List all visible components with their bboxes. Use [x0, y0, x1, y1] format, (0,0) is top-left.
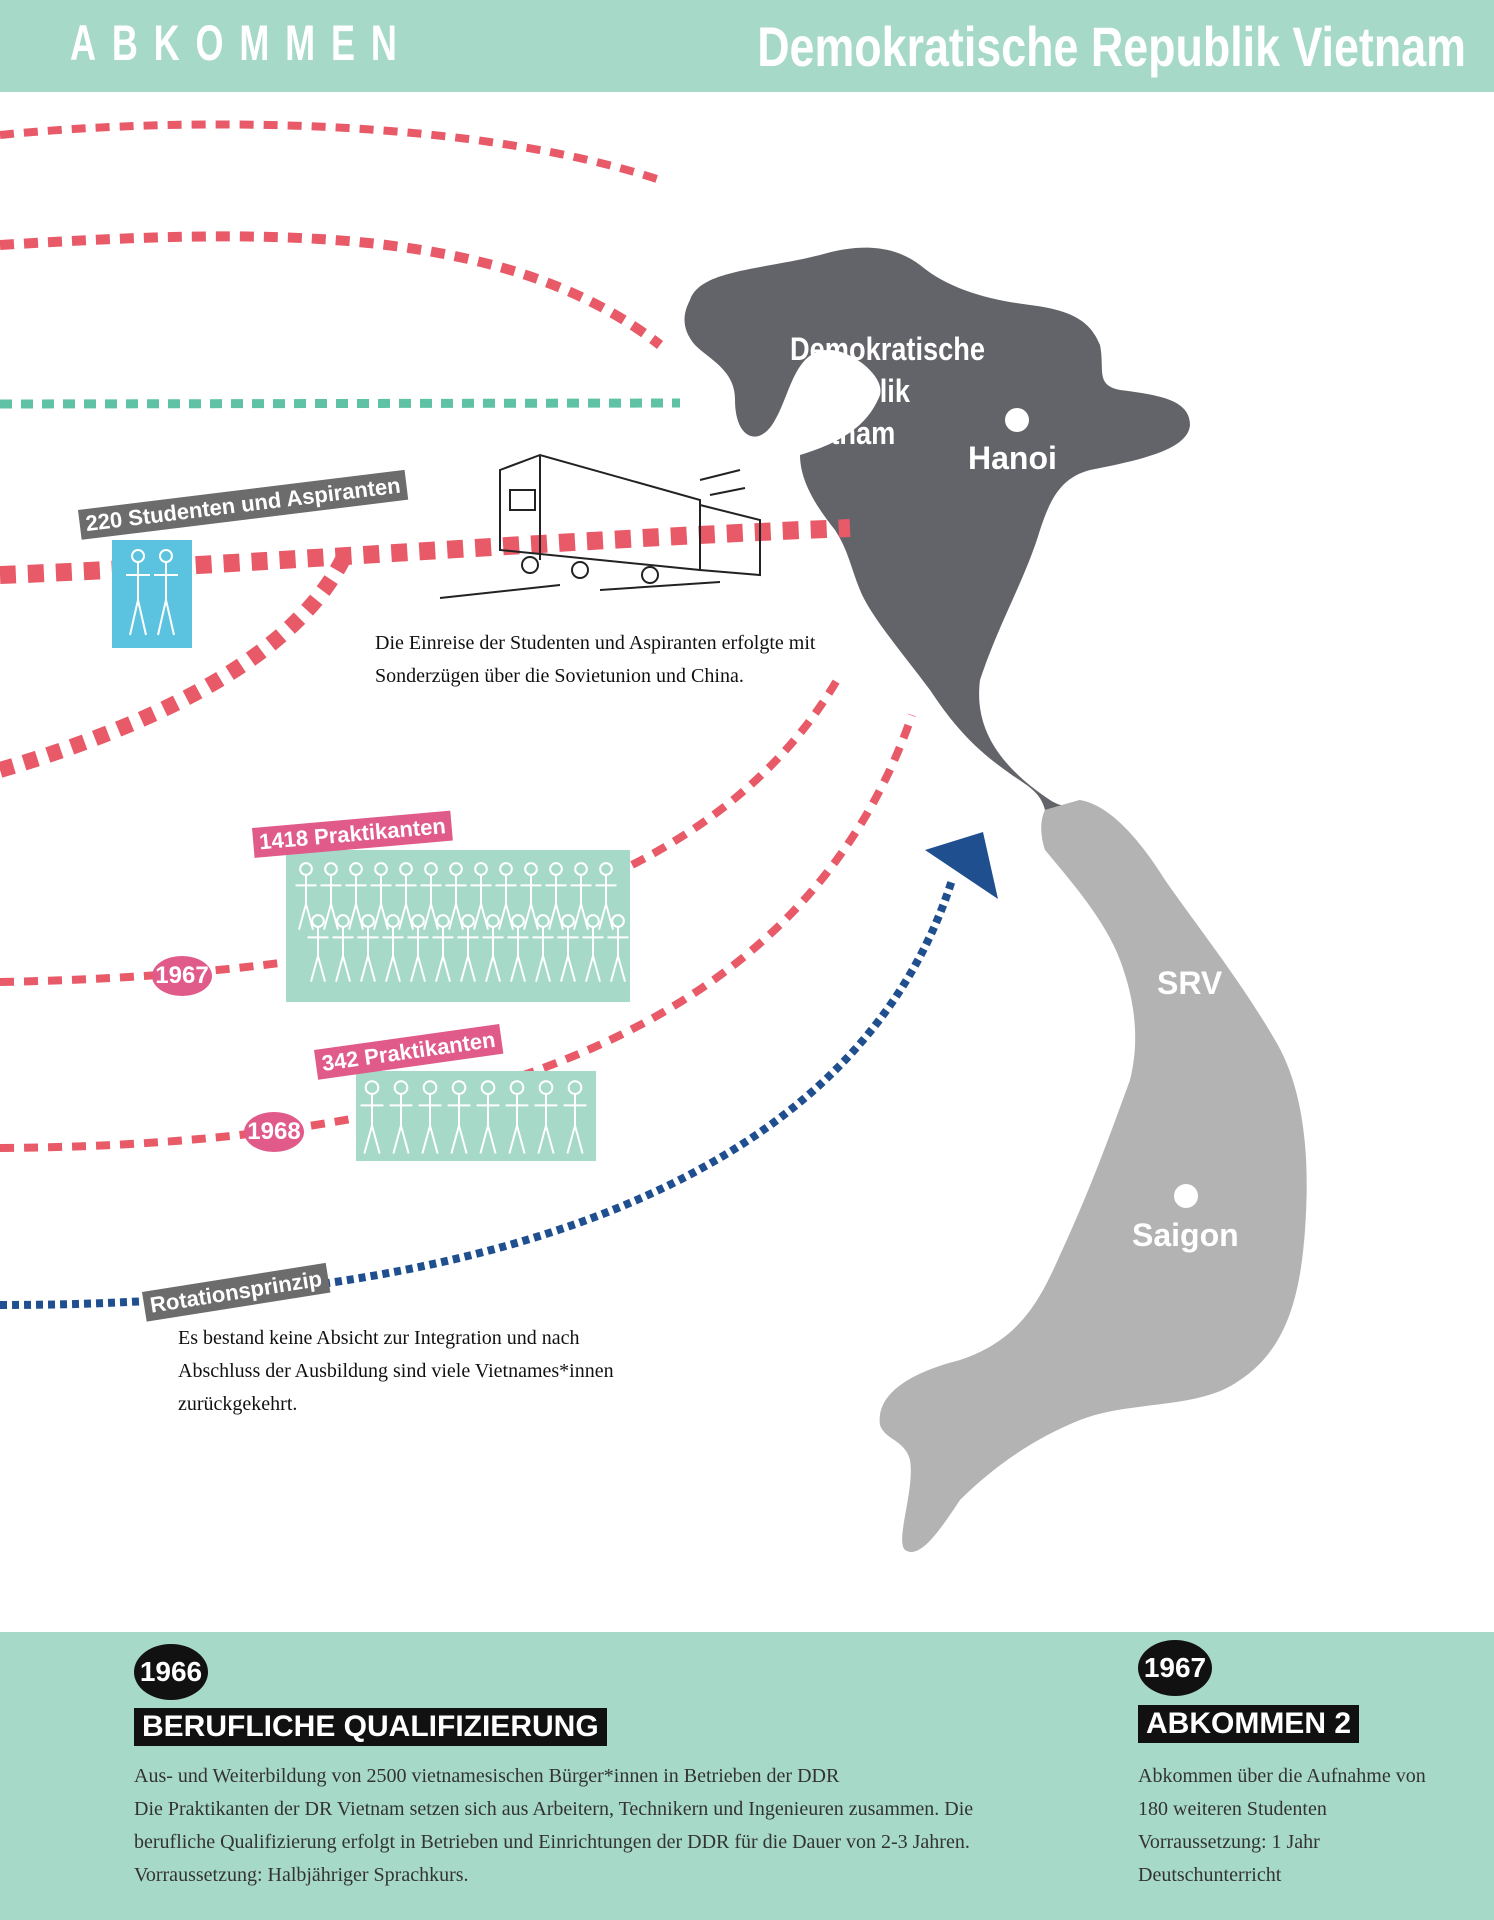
route-green	[0, 398, 681, 409]
train-illustration	[439, 453, 761, 599]
map-north-region	[684, 247, 1190, 810]
header-right-title: Demokratische Republik Vietnam	[757, 15, 1466, 78]
abkommen-2-text: Abkommen über die Aufnahme von 180 weite…	[1138, 1765, 1426, 1886]
map-north-label-line-2: Republik	[795, 373, 910, 409]
header-bar	[0, 0, 1494, 92]
route-top-1	[0, 120, 662, 184]
berufliche-qualifizierung-line-2: Die Praktikanten der DR Vietnam setzen s…	[134, 1798, 974, 1886]
header-left-title: ABKOMMEN	[70, 15, 413, 71]
trainees-1968-figures	[360, 1080, 587, 1154]
saigon-label: Saigon	[1132, 1217, 1239, 1253]
srv-label: SRV	[1157, 965, 1223, 1001]
hanoi-dot	[1005, 408, 1029, 432]
map-north-label: Demokratische Republik Vietnam	[790, 328, 994, 454]
route-curve-lower	[0, 551, 353, 778]
year-1967-pill: 1967	[152, 956, 212, 996]
year-1968-pill: 1968	[244, 1112, 304, 1152]
map-north-label-line-1: Demokratische	[790, 331, 986, 367]
abkommen-2-title: ABKOMMEN 2	[1138, 1705, 1360, 1743]
saigon-dot	[1174, 1184, 1198, 1208]
students-illustration	[112, 540, 192, 648]
map-north-label-line-3: Vietnam	[790, 415, 896, 451]
rotation-arrowhead	[925, 832, 998, 899]
year-1967-badge: 1967	[1138, 1640, 1212, 1696]
route-top-2	[0, 231, 664, 349]
berufliche-qualifizierung-title: BERUFLICHE QUALIFIZIERUNG	[134, 1708, 607, 1746]
trainees-1968-illustration	[356, 1071, 596, 1161]
students-figures	[126, 549, 178, 636]
route-train	[0, 519, 851, 584]
students-note: Die Einreise der Studenten und Aspirante…	[375, 632, 816, 687]
berufliche-qualifizierung-text: Aus- und Weiterbildung von 2500 vietname…	[134, 1760, 1034, 1892]
route-1968	[0, 713, 916, 1152]
map-south-region	[879, 800, 1307, 1552]
trainees-1967-figures	[295, 862, 629, 982]
year-1966-badge: 1966	[134, 1644, 208, 1700]
berufliche-qualifizierung-line-1: Aus- und Weiterbildung von 2500 vietname…	[134, 1765, 840, 1787]
rotation-note: Es bestand keine Absicht zur Integration…	[178, 1327, 614, 1415]
bottom-info-bar	[0, 1632, 1494, 1920]
hanoi-label: Hanoi	[968, 440, 1057, 476]
